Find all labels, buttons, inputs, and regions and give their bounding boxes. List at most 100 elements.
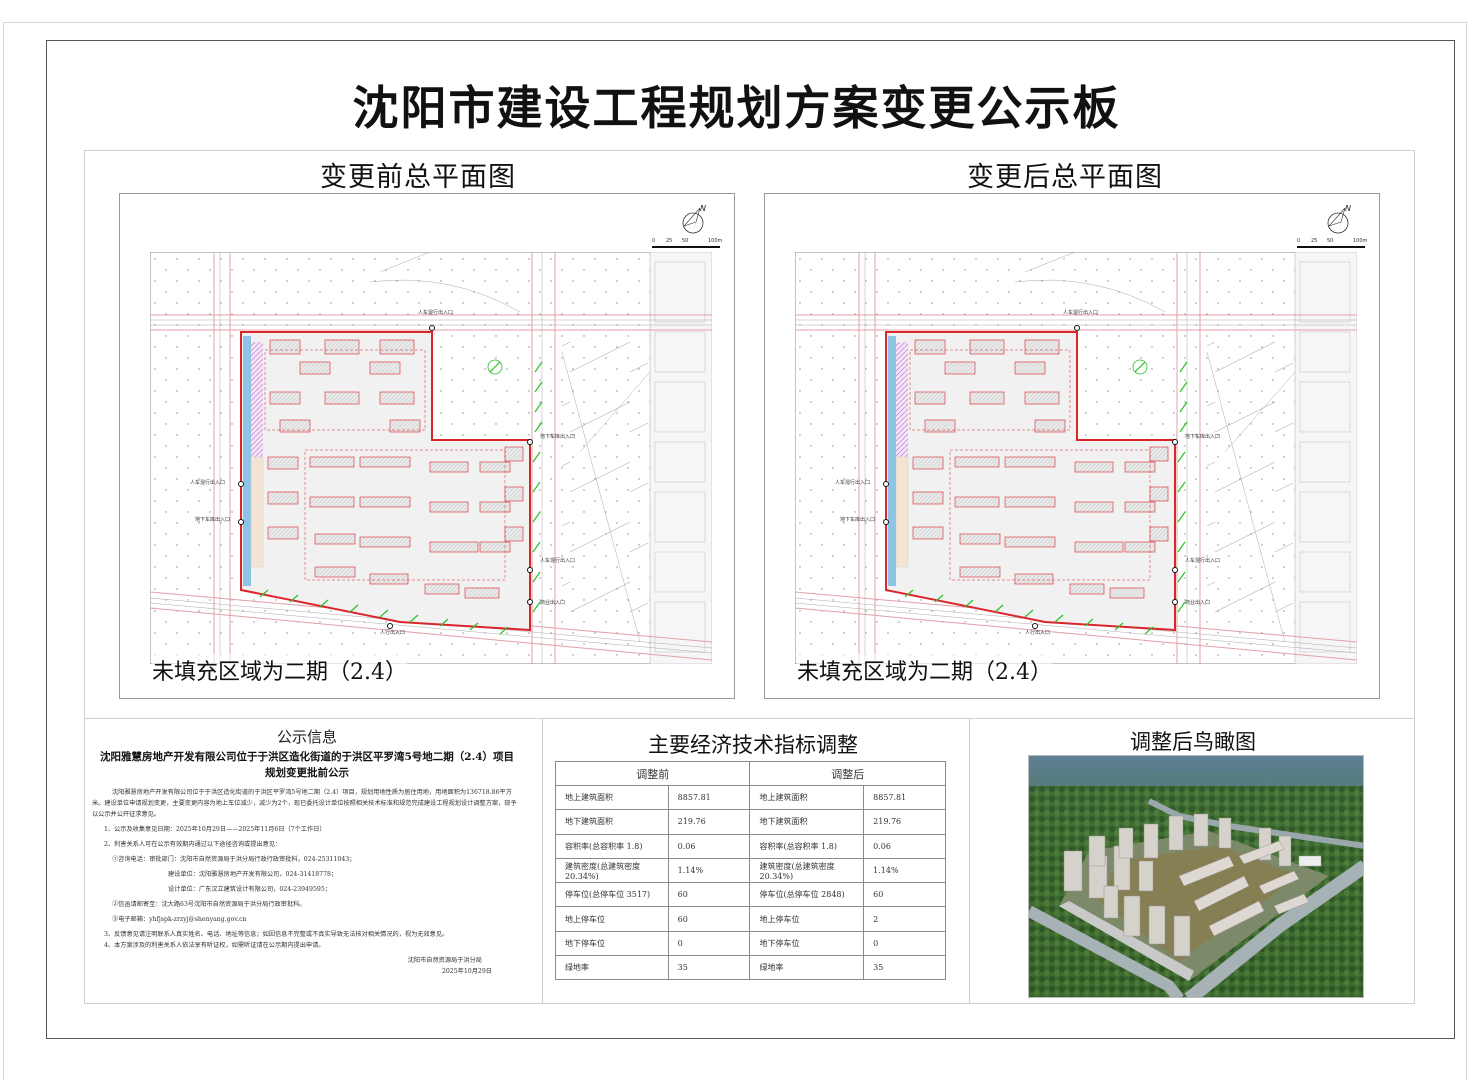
before-value: 8857.81 [667, 784, 751, 811]
before-site-plan: N 0 25 50 100m [119, 193, 735, 699]
contact-mail: ②信函请邮寄至：沈大路63号沈阳市自然资源局于洪分局行政审批科。 [112, 901, 306, 908]
aerial-rendering-image [1028, 755, 1364, 998]
before-label: 地下建筑面积 [555, 809, 669, 835]
after-label: 地上停车位 [749, 906, 865, 932]
after-value: 0.06 [863, 833, 946, 859]
after-value: 8857.81 [863, 784, 946, 811]
contact-phone: ①咨询电话：审批部门：沈阳市自然资源局于洪分局行政行政审批科，024-25311… [112, 856, 356, 863]
svg-text:地下车库出入口: 地下车库出入口 [540, 433, 575, 440]
svg-text:人车混行出入口: 人车混行出入口 [1063, 309, 1098, 316]
notice-item-2: 2、利害关系人可在公示有效期内通过以下途径咨询或提出意见： [104, 841, 282, 848]
after-label: 地上建筑面积 [749, 784, 865, 811]
table-row: 停车位(总停车位 3517) 60 停车位(总停车位 2848) 60 [555, 882, 946, 908]
after-value: 35 [863, 955, 946, 981]
svg-text:人行出入口: 人行出入口 [1025, 629, 1050, 636]
table-row: 建筑密度(总建筑密度 20.34%) 1.14% 建筑密度(总建筑密度 20.3… [555, 857, 946, 884]
divider [542, 719, 543, 1004]
site-plans-panel [84, 150, 1415, 719]
before-plan-title: 变更前总平面图 [320, 162, 516, 193]
scale-bar: 0 25 50 100m [1297, 238, 1369, 250]
svg-text:地下车库出入口: 地下车库出入口 [1185, 433, 1220, 440]
after-value: 0 [863, 930, 946, 957]
before-label: 建筑密度(总建筑密度 20.34%) [555, 857, 669, 884]
after-value: 2 [863, 906, 946, 932]
outer-frame [3, 22, 1467, 1080]
table-row: 绿地率 35 绿地率 35 [555, 955, 946, 981]
after-value: 1.14% [863, 857, 946, 884]
table-row: 地下停车位 0 地下停车位 0 [555, 930, 946, 957]
before-value: 0.06 [667, 833, 751, 859]
notice-body: 沈阳雅慧房地产开发有限公司位于于洪区造化街道的于洪区平罗湾5号地二期（2.4）项… [92, 787, 522, 977]
after-label: 绿地率 [749, 955, 865, 981]
info-panel [84, 719, 1415, 1004]
svg-text:人行出入口: 人行出入口 [380, 629, 405, 636]
board-title: 沈阳市建设工程规划方案变更公示板 [352, 81, 1121, 135]
econ-title: 主要经济技术指标调整 [648, 733, 858, 757]
before-label: 容积率(总容积率 1.8) [555, 833, 669, 859]
scale-bar: 0 25 50 100m [652, 238, 724, 250]
svg-text:商业出入口: 商业出入口 [540, 599, 565, 606]
table-row: 地下建筑面积 219.76 地下建筑面积 219.76 [555, 809, 946, 835]
notice-title: 公示信息 [276, 728, 337, 746]
svg-text:地下车库出入口: 地下车库出入口 [195, 516, 230, 523]
before-value: 60 [667, 882, 751, 908]
before-value: 60 [667, 906, 751, 932]
before-label: 地上建筑面积 [555, 784, 669, 811]
table-row: 容积率(总容积率 1.8) 0.06 容积率(总容积率 1.8) 0.06 [555, 833, 946, 859]
table-row: 地上停车位 60 地上停车位 2 [555, 906, 946, 932]
after-plan-title: 变更后总平面图 [967, 162, 1163, 193]
after-site-plan: N 0 25 50 100m [764, 193, 1380, 699]
header-before: 调整前 [554, 761, 751, 786]
divider [969, 719, 970, 1004]
svg-text:人车混行出入口: 人车混行出入口 [540, 557, 575, 564]
before-value: 1.14% [667, 857, 751, 884]
table-row: 地上建筑面积 8857.81 地上建筑面积 8857.81 [555, 784, 946, 811]
notice-heading: 沈阳雅慧房地产开发有限公司位于于洪区造化街道的于洪区平罗湾5号地二期（2.4）项… [92, 749, 522, 781]
contact-builder: 建设单位：沈阳雅慧房地产开发有限公司，024-31418778； [168, 871, 338, 878]
after-value: 60 [863, 882, 946, 908]
after-label: 地下建筑面积 [749, 809, 865, 835]
svg-text:人车混行出入口: 人车混行出入口 [835, 479, 870, 486]
svg-text:地下车库出入口: 地下车库出入口 [840, 516, 875, 523]
before-label: 绿地率 [555, 955, 669, 981]
contact-email: ③电子邮箱：yhfjspk-zrzyj@shenyang.gov.cn [112, 916, 247, 923]
before-value: 35 [667, 955, 751, 981]
after-value: 219.76 [863, 809, 946, 835]
after-label: 建筑密度(总建筑密度 20.34%) [749, 857, 865, 884]
notice-heading-line1: 沈阳雅慧房地产开发有限公司位于于洪区造化街道的于洪区平罗湾5号地二期（2.4）项… [99, 751, 515, 763]
before-label: 地下停车位 [555, 930, 669, 957]
notice-heading-line2: 规划变更批前公示 [265, 767, 349, 779]
svg-text:人车混行出入口: 人车混行出入口 [418, 309, 453, 316]
plan-caption: 未填充区域为二期（2.4） [152, 654, 407, 686]
public-notice: 公示信息 沈阳雅慧房地产开发有限公司位于于洪区造化街道的于洪区平罗湾5号地二期（… [92, 726, 522, 977]
north-arrow-icon: N [682, 204, 706, 234]
after-label: 停车位(总停车位 2848) [749, 882, 865, 908]
plan-caption: 未填充区域为二期（2.4） [797, 654, 1052, 686]
svg-text:N: N [700, 204, 706, 213]
before-label: 地上停车位 [555, 906, 669, 932]
notice-intro: 沈阳雅慧房地产开发有限公司位于于洪区造化街道的于洪区平罗湾5号地二期（2.4）项… [92, 789, 517, 818]
svg-text:N: N [1345, 204, 1351, 213]
notice-signature: 沈阳市自然资源局于洪分局 [407, 957, 482, 964]
svg-text:商业出入口: 商业出入口 [1185, 599, 1210, 606]
econ-indicators-table: 调整前 调整后 地上建筑面积 8857.81 地上建筑面积 8857.81 地下… [554, 761, 946, 981]
contact-designer: 设计单位：广东汉立建筑设计有限公司，024-23949595； [168, 886, 331, 893]
aerial-illustration [1029, 756, 1363, 997]
notice-item-1: 1、公示及收集意见日期：2025年10月29日——2025年11月6日（7个工作… [104, 826, 326, 833]
after-label: 容积率(总容积率 1.8) [749, 833, 865, 859]
notice-item-4: 4、本方案涉及的利害关系人依法享有听证权，如需听证请在公示期内提出申请。 [104, 942, 325, 949]
svg-text:人车混行出入口: 人车混行出入口 [1185, 557, 1220, 564]
before-label: 停车位(总停车位 3517) [555, 882, 669, 908]
table-header-row: 调整前 调整后 [554, 761, 946, 786]
before-value: 219.76 [667, 809, 751, 835]
north-arrow-icon: N [1327, 204, 1351, 234]
after-label: 地下停车位 [749, 930, 865, 957]
notice-date: 2025年10月29日 [441, 968, 492, 975]
svg-text:人车混行出入口: 人车混行出入口 [190, 479, 225, 486]
notice-item-3: 3、反馈意见请注明联系人真实姓名、电话、地址等信息；如因信息不完整或不真实导致无… [104, 931, 449, 938]
aerial-title: 调整后鸟瞰图 [1130, 730, 1256, 754]
header-after: 调整后 [749, 761, 946, 786]
before-value: 0 [667, 930, 751, 957]
